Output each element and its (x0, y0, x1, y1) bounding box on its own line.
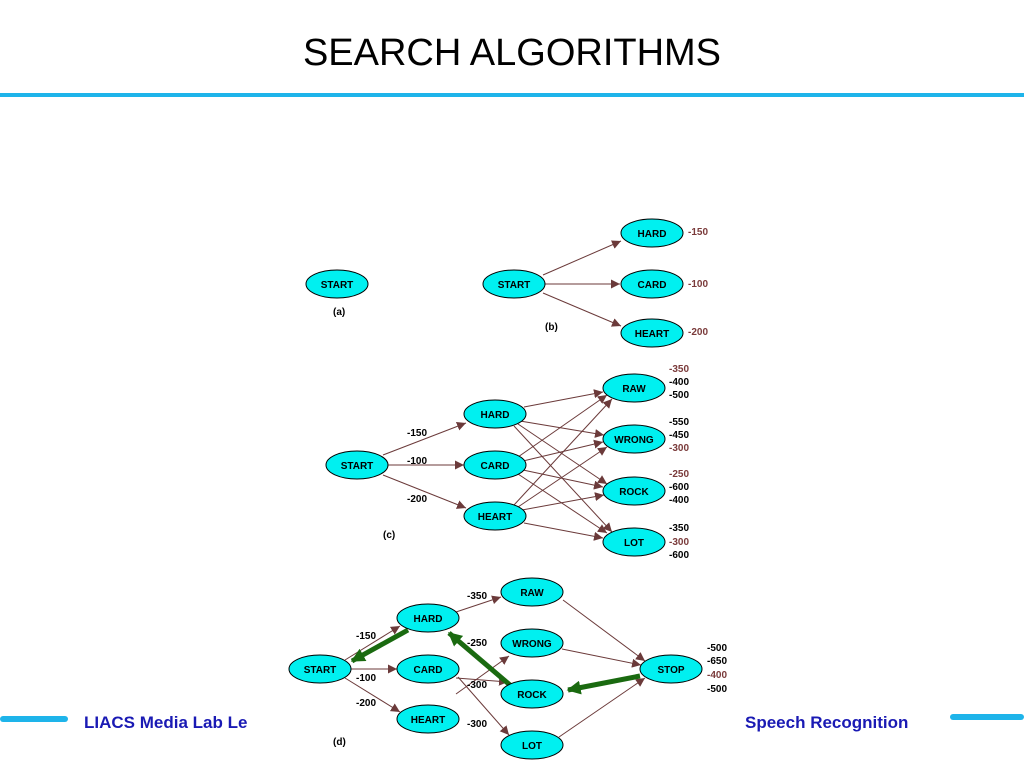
panel-b-label: (b) (545, 322, 558, 333)
score-card: -100 (688, 279, 708, 290)
score-stop-4: -500 (707, 684, 727, 695)
panel-c: START HARD CARD HEART RAW WRONG ROCK LO (325, 364, 689, 561)
score-rock-1: -250 (669, 469, 689, 480)
node-heart: HEART (620, 318, 684, 348)
svg-text:START: START (341, 461, 374, 472)
score-heart: -200 (688, 327, 708, 338)
footer-divider-right (950, 714, 1024, 720)
node-hard: HARD (396, 603, 460, 633)
footer-right-text: Speech Recognition (745, 713, 909, 732)
panel-c-label: (c) (383, 530, 395, 541)
score-raw-2: -400 (669, 377, 689, 388)
score-stop-3: -400 (707, 670, 727, 681)
panel-a: START (a) (305, 269, 369, 318)
edge-label-card-rock: -300 (467, 680, 487, 691)
node-rock: ROCK (602, 476, 666, 506)
svg-text:ROCK: ROCK (517, 690, 547, 701)
node-raw: RAW (500, 577, 564, 607)
node-heart: HEART (463, 501, 527, 531)
node-start: START (288, 654, 352, 684)
edge-label-start-card: -100 (407, 456, 427, 467)
svg-text:RAW: RAW (622, 384, 646, 395)
svg-text:LOT: LOT (522, 741, 542, 752)
edge-label-start-heart: -200 (407, 494, 427, 505)
node-lot: LOT (500, 730, 564, 760)
svg-text:LOT: LOT (624, 538, 644, 549)
node-lot: LOT (602, 527, 666, 557)
score-wrong-2: -450 (669, 430, 689, 441)
score-lot-3: -600 (669, 550, 689, 561)
svg-text:ROCK: ROCK (619, 487, 649, 498)
node-raw: RAW (602, 373, 666, 403)
score-rock-2: -600 (669, 482, 689, 493)
edge-label-start-hard: -150 (407, 428, 427, 439)
node-start: START (325, 450, 389, 480)
node-start: START (482, 269, 546, 299)
node-card: CARD (463, 450, 527, 480)
slide-title: SEARCH ALGORITHMS (302, 32, 722, 74)
panel-d: START HARD CARD HEART RAW WRONG ROCK LO (288, 577, 727, 760)
svg-text:START: START (498, 280, 531, 291)
node-card: CARD (620, 269, 684, 299)
svg-text:WRONG: WRONG (512, 639, 552, 650)
edge-label-hard-raw: -350 (467, 591, 487, 602)
node-stop: STOP (639, 654, 703, 684)
node-hard: HARD (620, 218, 684, 248)
svg-text:WRONG: WRONG (614, 435, 654, 446)
edge-label-start-hard: -150 (356, 631, 376, 642)
svg-text:CARD: CARD (638, 280, 667, 291)
panel-d-label: (d) (333, 737, 346, 748)
edge-label-hard-rock: -250 (467, 638, 487, 649)
panel-b: START HARD CARD HEART -150 -100 -200 (b) (482, 218, 708, 348)
svg-text:CARD: CARD (481, 461, 510, 472)
score-rock-3: -400 (669, 495, 689, 506)
footer-divider-left (0, 716, 68, 722)
node-wrong: WRONG (602, 424, 666, 454)
svg-text:CARD: CARD (414, 665, 443, 676)
score-hard: -150 (688, 227, 708, 238)
node-heart: HEART (396, 704, 460, 734)
svg-text:STOP: STOP (657, 665, 684, 676)
node-rock: ROCK (500, 679, 564, 709)
title-divider (0, 93, 1024, 97)
node-start: START (305, 269, 369, 299)
score-lot-1: -350 (669, 523, 689, 534)
highlighted-best-path (350, 627, 641, 695)
score-raw-1: -350 (669, 364, 689, 375)
svg-text:HARD: HARD (638, 229, 667, 240)
svg-text:START: START (304, 665, 337, 676)
node-wrong: WRONG (500, 628, 564, 658)
score-stop-1: -500 (707, 643, 727, 654)
edge-label-heart-lot: -300 (467, 719, 487, 730)
svg-text:RAW: RAW (520, 588, 544, 599)
score-wrong-3: -300 (669, 443, 689, 454)
svg-text:HEART: HEART (635, 329, 669, 340)
score-raw-3: -500 (669, 390, 689, 401)
svg-text:HEART: HEART (411, 715, 445, 726)
svg-text:START: START (321, 280, 354, 291)
panel-a-label: (a) (333, 307, 345, 318)
edges (344, 595, 646, 738)
edges (382, 389, 613, 541)
node-card: CARD (396, 654, 460, 684)
edge-label-start-card: -100 (356, 673, 376, 684)
footer-left-text: LIACS Media Lab Le (84, 713, 248, 732)
edge-label-start-heart: -200 (356, 698, 376, 709)
score-wrong-1: -550 (669, 417, 689, 428)
score-stop-2: -650 (707, 656, 727, 667)
score-lot-2: -300 (669, 537, 689, 548)
svg-text:HARD: HARD (481, 410, 510, 421)
svg-text:HEART: HEART (478, 512, 512, 523)
node-hard: HARD (463, 399, 527, 429)
svg-text:HARD: HARD (414, 614, 443, 625)
edges (542, 240, 622, 327)
